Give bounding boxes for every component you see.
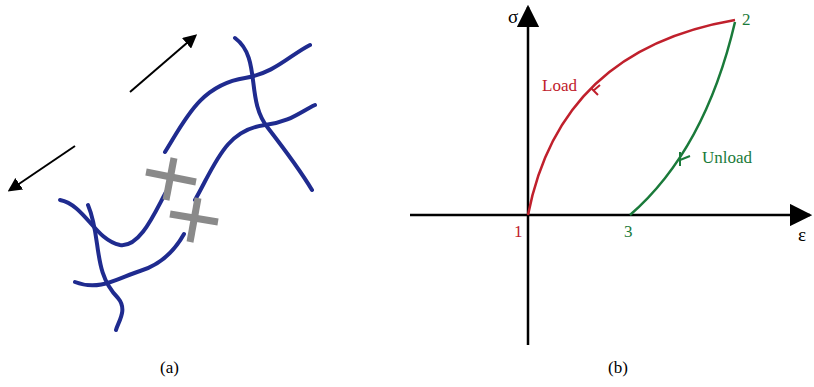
pull-arrows: [10, 36, 195, 190]
point-number: 3: [624, 222, 633, 242]
point-number: 2: [742, 10, 751, 30]
load-curve: [528, 20, 735, 215]
panel-label: (a): [160, 358, 179, 378]
polymer-chains: [60, 38, 315, 330]
curve-label: Load: [540, 76, 579, 96]
axes: [410, 7, 810, 345]
load-tick: [591, 85, 600, 95]
panel-label: (b): [608, 358, 628, 378]
curve-label: Unload: [700, 148, 754, 168]
broken-bonds: [146, 158, 218, 242]
point-number: 1: [514, 222, 523, 242]
unload-curve: [630, 22, 735, 215]
axis-label: σ: [508, 6, 518, 28]
unload-tick: [680, 152, 690, 166]
axis-label: ε: [798, 224, 806, 246]
